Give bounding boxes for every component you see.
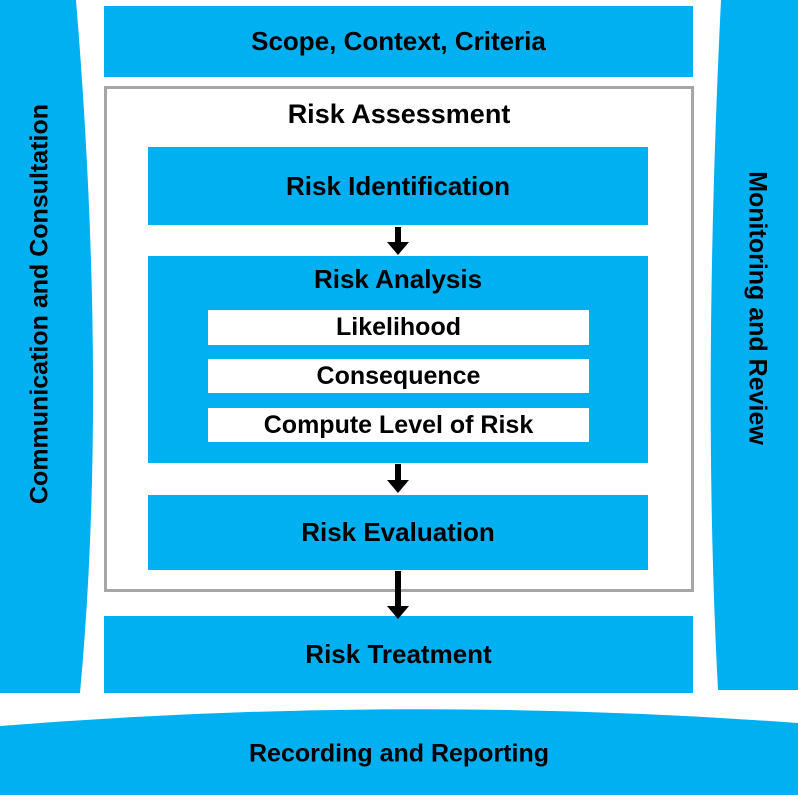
- scope-context-criteria-label: Scope, Context, Criteria: [251, 26, 546, 56]
- monitoring-review-label: Monitoring and Review: [743, 171, 772, 445]
- down-arrow-1: [387, 227, 409, 255]
- arrow-head: [387, 606, 409, 619]
- communication-consultation-label: Communication and Consultation: [25, 104, 54, 504]
- risk-evaluation-box: Risk Evaluation: [148, 495, 648, 570]
- risk-treatment-bar: Risk Treatment: [104, 616, 693, 693]
- arrow-shaft: [395, 571, 401, 606]
- compute-level-of-risk-label: Compute Level of Risk: [263, 410, 534, 439]
- risk-assessment-title: Risk Assessment: [287, 99, 511, 129]
- communication-panel-shape: [0, 0, 94, 693]
- consequence-label: Consequence: [316, 361, 481, 390]
- arrow-head: [387, 242, 409, 255]
- down-arrow-2: [387, 464, 409, 493]
- compute-level-of-risk-box: Compute Level of Risk: [208, 408, 589, 442]
- monitoring-panel-shape: [710, 0, 798, 690]
- recording-panel-shape: [0, 709, 798, 795]
- down-arrow-3: [387, 571, 409, 619]
- arrow-shaft: [395, 464, 401, 480]
- arrow-head: [387, 480, 409, 493]
- likelihood-box: Likelihood: [208, 310, 589, 345]
- arrow-shaft: [395, 227, 401, 242]
- scope-context-criteria-bar: Scope, Context, Criteria: [104, 6, 693, 77]
- risk-evaluation-label: Risk Evaluation: [301, 517, 495, 547]
- likelihood-label: Likelihood: [336, 313, 461, 341]
- recording-reporting-label: Recording and Reporting: [249, 739, 549, 768]
- risk-analysis-title: Risk Analysis: [313, 264, 483, 294]
- risk-identification-label: Risk Identification: [286, 170, 510, 201]
- consequence-box: Consequence: [208, 359, 589, 393]
- risk-identification-box: Risk Identification: [148, 147, 648, 225]
- risk-analysis-box: Risk Analysis Likelihood Consequence Com…: [148, 256, 648, 463]
- risk-treatment-label: Risk Treatment: [305, 639, 492, 669]
